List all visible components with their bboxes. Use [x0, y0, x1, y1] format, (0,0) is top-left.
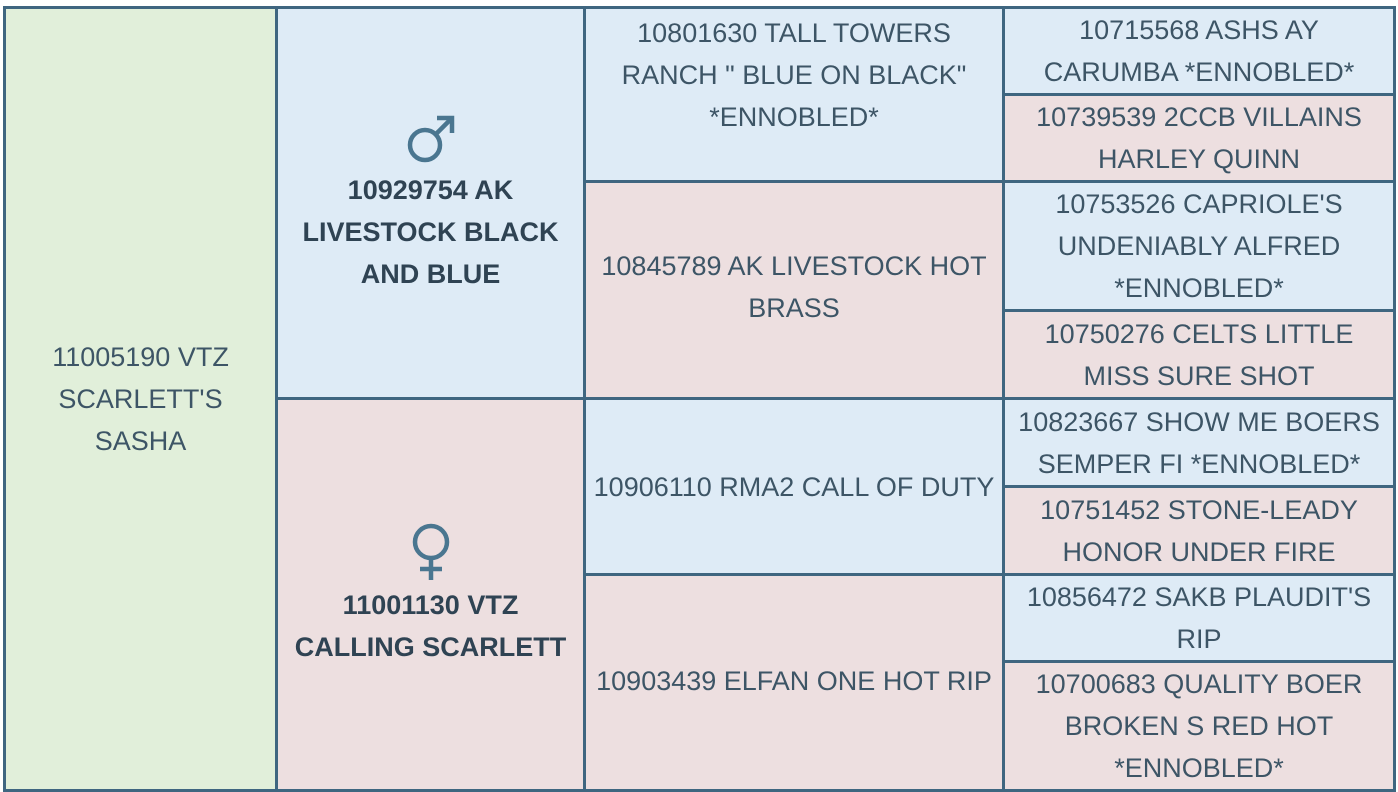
grandparent-cell[interactable]: 10903439 ELFAN ONE HOT RIP — [583, 573, 1005, 792]
grandparent-name: 10801630 TALL TOWERS RANCH " BLUE ON BLA… — [621, 17, 967, 132]
grandparent-name: 10903439 ELFAN ONE HOT RIP — [596, 665, 992, 696]
great-grandparent-name: 10750276 CELTS LITTLE MISS SURE SHOT — [1044, 318, 1354, 391]
subject-cell[interactable]: 11005190 VTZ SCARLETT'S SASHA — [3, 6, 278, 792]
great-grandparent-cell[interactable]: 10715568 ASHS AY CARUMBA *ENNOBLED* — [1002, 6, 1396, 96]
grandparent-name: 10845789 AK LIVESTOCK HOT BRASS — [601, 251, 987, 323]
great-grandparent-name: 10700683 QUALITY BOER BROKEN S RED HOT *… — [1035, 669, 1363, 783]
sire-cell[interactable]: 10929754 AK LIVESTOCK BLACK AND BLUE — [275, 6, 586, 400]
great-grandparent-cell[interactable]: 10750276 CELTS LITTLE MISS SURE SHOT — [1002, 309, 1396, 400]
grandparent-cell[interactable]: 10906110 RMA2 CALL OF DUTY — [583, 397, 1005, 576]
male-symbol-icon — [403, 111, 459, 167]
great-grandparent-name: 10751452 STONE-LEADY HONOR UNDER FIRE — [1040, 494, 1358, 567]
great-grandparent-cell[interactable]: 10700683 QUALITY BOER BROKEN S RED HOT *… — [1002, 660, 1396, 792]
great-grandparent-cell[interactable]: 10739539 2CCB VILLAINS HARLEY QUINN — [1002, 93, 1396, 183]
dam-name: 11001130 VTZ CALLING SCARLETT — [294, 589, 567, 662]
great-grandparent-name: 10739539 2CCB VILLAINS HARLEY QUINN — [1036, 102, 1362, 174]
female-symbol-icon — [403, 522, 459, 582]
sire-name: 10929754 AK LIVESTOCK BLACK AND BLUE — [302, 175, 559, 289]
great-grandparent-name: 10715568 ASHS AY CARUMBA *ENNOBLED* — [1043, 15, 1355, 87]
grandparent-name: 10906110 RMA2 CALL OF DUTY — [593, 471, 995, 502]
great-grandparent-cell[interactable]: 10753526 CAPRIOLE'S UNDENIABLY ALFRED *E… — [1002, 180, 1396, 312]
great-grandparent-cell[interactable]: 10823667 SHOW ME BOERS SEMPER FI *ENNOBL… — [1002, 397, 1396, 488]
great-grandparent-name: 10753526 CAPRIOLE'S UNDENIABLY ALFRED *E… — [1055, 189, 1343, 303]
dam-cell[interactable]: 11001130 VTZ CALLING SCARLETT — [275, 397, 586, 792]
great-grandparent-name: 10856472 SAKB PLAUDIT'S RIP — [1026, 582, 1372, 654]
great-grandparent-name: 10823667 SHOW ME BOERS SEMPER FI *ENNOBL… — [1018, 406, 1380, 479]
grandparent-cell[interactable]: 10801630 TALL TOWERS RANCH " BLUE ON BLA… — [583, 6, 1005, 183]
great-grandparent-cell[interactable]: 10751452 STONE-LEADY HONOR UNDER FIRE — [1002, 485, 1396, 576]
subject-name: 11005190 VTZ SCARLETT'S SASHA — [52, 342, 229, 456]
grandparent-cell[interactable]: 10845789 AK LIVESTOCK HOT BRASS — [583, 180, 1005, 400]
great-grandparent-cell[interactable]: 10856472 SAKB PLAUDIT'S RIP — [1002, 573, 1396, 663]
